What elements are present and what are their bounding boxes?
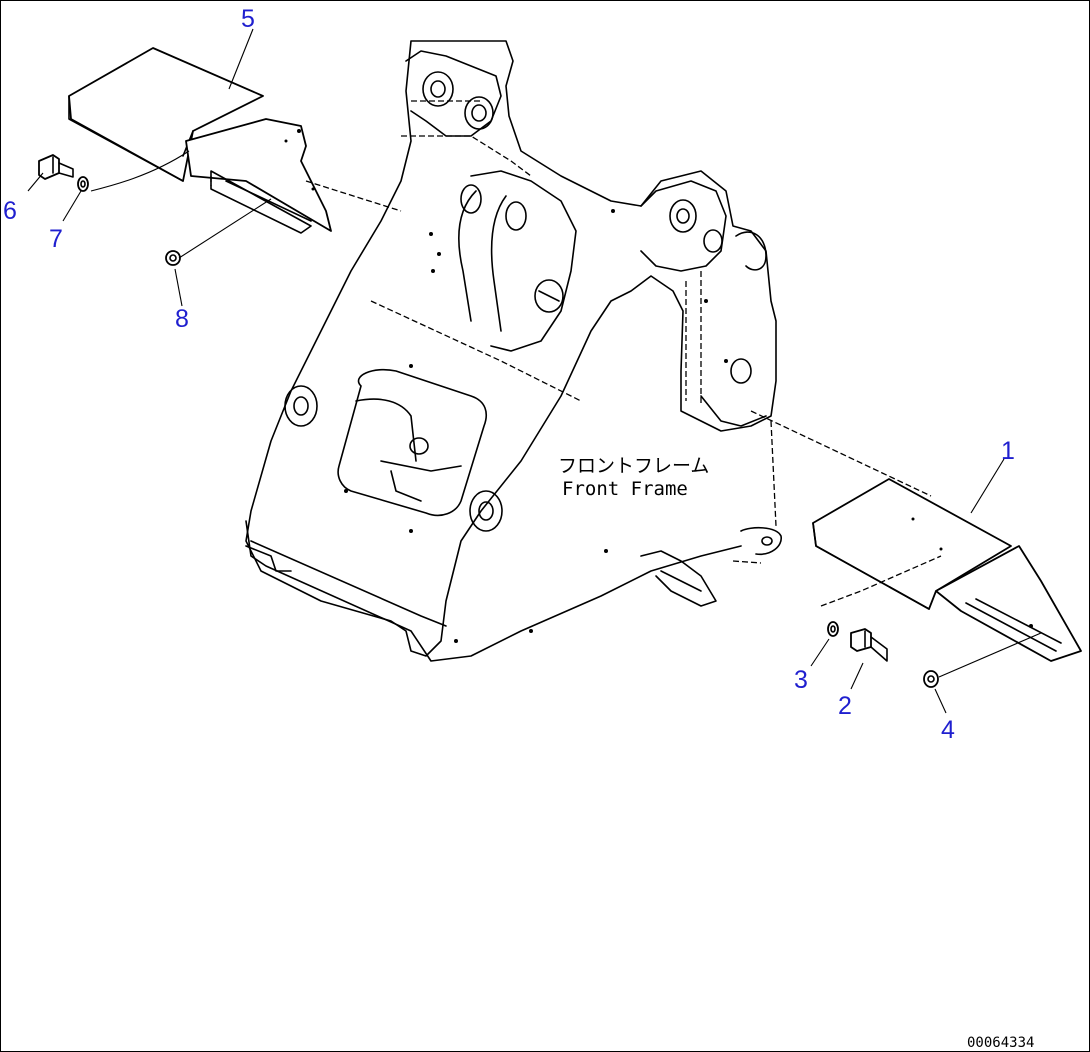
front-frame [245, 40, 782, 662]
nut-left [165, 250, 181, 266]
callout-numbers: 1 2 3 4 5 6 7 8 [3, 5, 1015, 744]
bolt-right [850, 628, 888, 662]
frame-label-en: Front Frame [562, 478, 688, 500]
bolt-left [38, 154, 74, 180]
drawing-number: 00064334 [967, 1035, 1034, 1051]
callout-8: 8 [175, 305, 189, 333]
frame-label-jp: フロントフレーム [558, 455, 709, 477]
callout-5: 5 [241, 5, 255, 33]
washer-right [827, 621, 839, 637]
callout-3: 3 [794, 666, 808, 694]
washer-left [77, 176, 89, 192]
callout-7: 7 [49, 225, 63, 253]
callout-2: 2 [838, 692, 852, 720]
callout-1: 1 [1001, 437, 1015, 465]
fender-left [68, 47, 332, 234]
callout-4: 4 [941, 716, 955, 744]
assembly-lines [27, 28, 1042, 714]
nut-right [923, 670, 939, 688]
callout-6: 6 [3, 197, 17, 225]
fender-right [812, 478, 1082, 662]
